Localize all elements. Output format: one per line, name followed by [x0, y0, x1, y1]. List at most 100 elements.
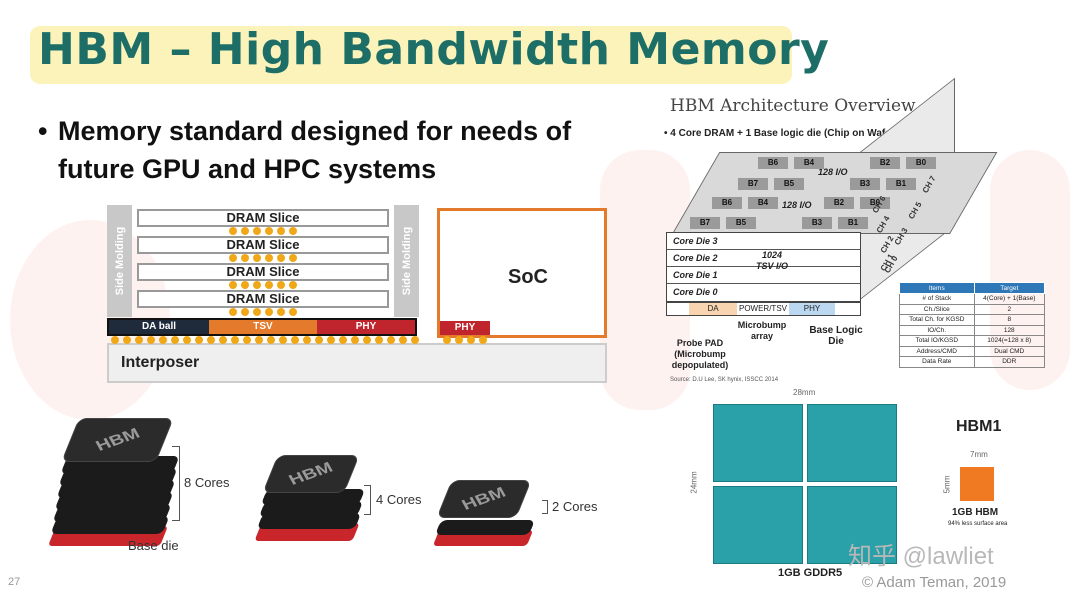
microbump	[253, 254, 261, 262]
bank-cell: B5	[726, 217, 756, 229]
microbump	[253, 308, 261, 316]
microbump	[241, 254, 249, 262]
label-8-cores: 8 Cores	[184, 475, 230, 490]
bullet-point: • Memory standard designed for needs of …	[38, 112, 571, 188]
microbump	[351, 336, 359, 344]
hbm1-title: HBM1	[956, 418, 1002, 435]
microbump	[443, 336, 451, 344]
bank-cell: B2	[824, 197, 854, 209]
phy-segment: PHY	[317, 320, 415, 334]
chip-top: HBM	[262, 455, 360, 493]
microbump	[265, 281, 273, 289]
microbump	[255, 336, 263, 344]
label-2-cores: 2 Cores	[552, 499, 598, 514]
microbump	[265, 254, 273, 262]
side-molding-right: Side Molding	[394, 205, 419, 317]
dram-slice: DRAM Slice	[137, 263, 389, 281]
microbump	[277, 281, 285, 289]
title-highlight	[30, 26, 792, 84]
core-die-row: Core Die 1	[667, 267, 860, 284]
phy-segment: PHY	[789, 303, 835, 315]
dram-slice: DRAM Slice	[137, 209, 389, 227]
microbump	[277, 254, 285, 262]
microbump	[279, 336, 287, 344]
microbump	[265, 227, 273, 235]
io-label-mid: 128 I/O	[782, 200, 812, 210]
soc-phy: PHY	[440, 321, 490, 335]
microbump	[241, 281, 249, 289]
brace-4-cores	[364, 485, 371, 515]
microbump	[277, 308, 285, 316]
dram-slice: DRAM Slice	[137, 290, 389, 308]
microbump	[387, 336, 395, 344]
gddr5-footprint: 28mm 24mm	[690, 388, 905, 570]
bank-cell: B6	[758, 157, 788, 169]
spec-cell: Total IO/KGSD	[899, 335, 975, 347]
microbump	[241, 308, 249, 316]
probe-pad-label: Probe PAD (Microbump depopulated)	[671, 338, 729, 370]
bank-cell: B3	[850, 178, 880, 190]
cube-top-face	[672, 152, 998, 234]
architecture-title: HBM Architecture Overview	[670, 96, 916, 116]
bullet-line-2: future GPU and HPC systems	[58, 154, 437, 184]
label-4-cores: 4 Cores	[376, 492, 422, 507]
watermark: 知乎 @lawliet	[848, 543, 994, 570]
spec-cell: 1024(=128 x 8)	[973, 335, 1046, 347]
page-number: 27	[8, 576, 21, 588]
bank-cell: B6	[712, 197, 742, 209]
microbump	[479, 336, 487, 344]
da-segment: DA	[689, 303, 737, 315]
spec-cell: Ch./Slice	[899, 303, 975, 315]
hbm-width-label: 7mm	[970, 450, 988, 459]
bank-cell: B2	[870, 157, 900, 169]
microbump	[411, 336, 419, 344]
spec-cell: IO/Ch.	[899, 324, 975, 336]
bullet-line-1: Memory standard designed for needs of	[58, 116, 572, 146]
spec-cell: 2	[973, 303, 1046, 315]
microbump	[267, 336, 275, 344]
slide-title: HBM – High Bandwidth Memory	[38, 24, 830, 75]
bank-cell: B1	[886, 178, 916, 190]
microbump	[229, 308, 237, 316]
core-die-row: Core Die 0	[673, 287, 718, 297]
side-molding-left: Side Molding	[107, 205, 132, 317]
bank-cell: B3	[802, 217, 832, 229]
spec-header: Items	[899, 282, 975, 294]
spec-cell: 128	[973, 324, 1046, 336]
microbump	[289, 227, 297, 235]
gddr-width-label: 28mm	[793, 388, 816, 397]
microbump	[229, 227, 237, 235]
microbump	[253, 281, 261, 289]
base-logic-bar: DA ball TSV PHY	[107, 318, 417, 336]
core-die-row: Core Die 3	[667, 233, 860, 250]
microbump	[219, 336, 227, 344]
architecture-subtitle: • 4 Core DRAM + 1 Base logic die (Chip o…	[664, 128, 899, 139]
hbm-label: 1GB HBM	[952, 507, 999, 518]
core-layer	[434, 520, 536, 535]
spec-row: IO/Ch.128	[899, 324, 1046, 336]
microbump	[289, 254, 297, 262]
microbump	[171, 336, 179, 344]
bank-cell: B5	[774, 178, 804, 190]
bank-cell: B0	[860, 197, 890, 209]
spec-cell: DDR	[973, 356, 1046, 368]
core-die-stack: Core Die 3 Core Die 2 Core Die 1 Core Di…	[666, 232, 861, 302]
microbump	[253, 227, 261, 235]
chip-top: HBM	[61, 418, 174, 462]
bank-cell: B7	[738, 178, 768, 190]
tsv-io-label: 1024 TSV I/O	[755, 250, 788, 271]
hbm-height-label: 5mm	[942, 475, 952, 494]
interposer: Interposer	[107, 343, 607, 383]
spec-header: Target	[973, 282, 1046, 294]
microbump	[159, 336, 167, 344]
tsv-segment: TSV	[209, 320, 317, 334]
spec-cell: 8	[973, 314, 1046, 326]
source-citation: Source: D.U Lee, SK hynix, ISSCC 2014	[670, 377, 779, 383]
microbump	[399, 336, 407, 344]
microbump	[111, 336, 119, 344]
spec-cell: Total Ch. for KGSD	[899, 314, 975, 326]
copyright: © Adam Teman, 2019	[862, 574, 1007, 591]
